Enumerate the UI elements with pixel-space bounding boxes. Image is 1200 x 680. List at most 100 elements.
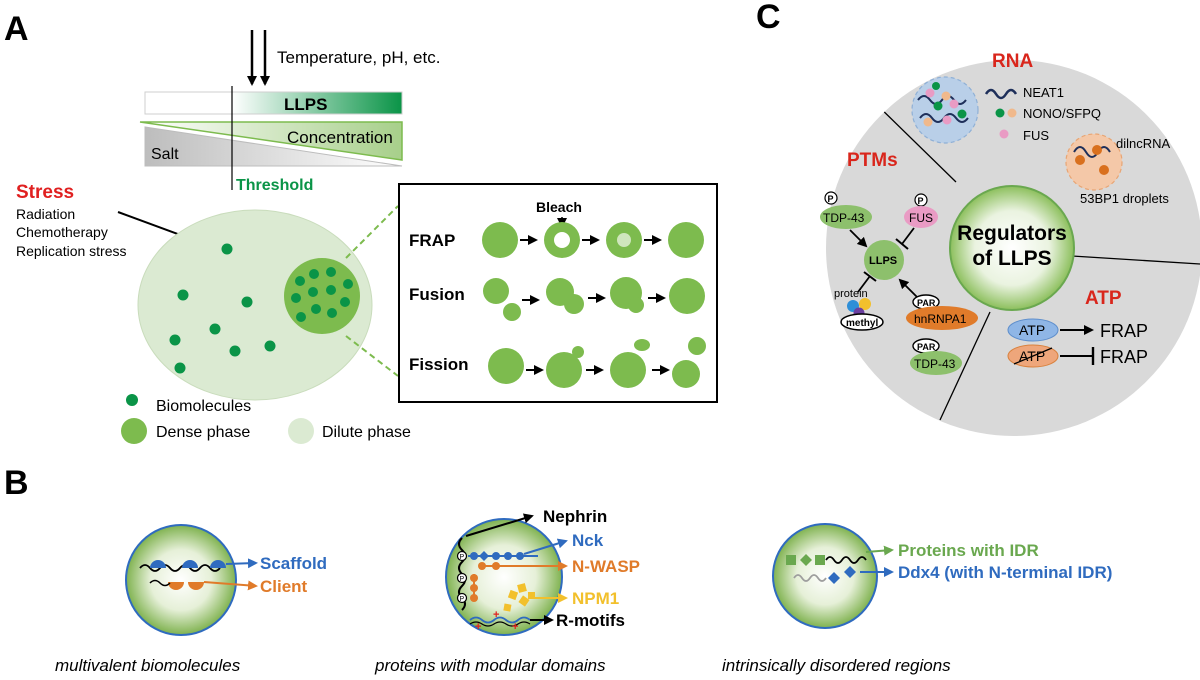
idr-protein-domains — [786, 554, 825, 566]
protein-label: protein — [834, 288, 868, 300]
stress-item-chemotherapy: Chemotherapy — [16, 224, 108, 240]
input-label: Temperature, pH, etc. — [277, 48, 440, 67]
panel-b-letter: B — [4, 464, 29, 502]
salt-label: Salt — [151, 146, 179, 163]
zoom-line-bottom — [345, 335, 399, 377]
nono-label: NONO/SFPQ — [1023, 106, 1101, 121]
53bp1-label: 53BP1 droplets — [1080, 191, 1169, 206]
hnrnpa1-to-llps-arrow — [898, 278, 919, 299]
idr-droplet — [772, 523, 878, 629]
llps-label: LLPS — [284, 95, 327, 114]
legend-biomolecules-label: Biomolecules — [156, 398, 251, 415]
idr-protein-chain — [825, 556, 867, 564]
53bp1-droplet — [1065, 133, 1123, 191]
regulators-center — [949, 185, 1075, 311]
par-label-1: PAR — [917, 298, 936, 308]
atp-title: ATP — [1085, 288, 1122, 309]
multivalent-droplet — [125, 524, 237, 636]
llps-node-label: LLPS — [869, 255, 897, 267]
nck-domains — [468, 551, 538, 561]
neat1-label: NEAT1 — [1023, 85, 1064, 100]
nephrin-label: Nephrin — [543, 507, 607, 526]
llps-node — [864, 240, 904, 280]
phospho-sites: P P P — [456, 550, 468, 604]
svg-text:P: P — [460, 554, 465, 561]
protein-icon-yellow — [859, 298, 871, 310]
fusion-label: Fusion — [409, 285, 465, 304]
neat1-paraspeckle — [911, 76, 979, 144]
nck-arrow — [523, 538, 568, 555]
fusion-row — [483, 277, 705, 321]
ddx4-chain — [793, 574, 827, 582]
fission-row — [488, 337, 706, 388]
svg-text:P: P — [828, 194, 834, 204]
client-arrow — [203, 580, 258, 591]
fus-node-label: FUS — [909, 211, 933, 225]
paraspeckle-contents — [917, 82, 969, 127]
atp-node-1 — [1007, 318, 1059, 342]
tdp43-par-node — [910, 351, 962, 375]
npm1-label: NPM1 — [572, 589, 619, 608]
center-line1: Regulators — [957, 222, 1067, 245]
stress-item-replication: Replication stress — [16, 243, 127, 259]
client-molecules — [168, 582, 204, 590]
client-label: Client — [260, 577, 308, 596]
multivalent-caption: multivalent biomolecules — [55, 656, 241, 675]
hnrnpa1-node — [906, 306, 978, 330]
panel-c-letter: C — [756, 0, 781, 36]
nwasp-label: N-WASP — [572, 557, 640, 576]
nck-label: Nck — [572, 531, 604, 550]
rmotif-plus-1: + — [475, 621, 481, 633]
multivalent-chain — [139, 564, 221, 572]
fus-icon — [999, 129, 1009, 139]
salt-wedge — [144, 126, 403, 167]
svg-text:P: P — [460, 596, 465, 603]
scaffold-arrow — [225, 558, 258, 569]
rmotif-chain — [469, 616, 531, 624]
nono-icon-orange — [1007, 108, 1017, 118]
cell-dilute-phase — [137, 209, 373, 401]
idr-arrow — [865, 545, 894, 556]
frap-label: FRAP — [409, 231, 455, 250]
tdp43-phospho-mark — [824, 191, 838, 205]
methyl-tag — [840, 313, 884, 331]
frap-row — [482, 222, 704, 258]
threshold-label: Threshold — [236, 177, 313, 194]
tdp43-par-label: TDP-43 — [914, 357, 956, 371]
ddx4-domains — [828, 566, 856, 584]
stress-item-radiation: Radiation — [16, 206, 75, 222]
frap-label-1: FRAP — [1100, 321, 1148, 341]
atp-strike — [1013, 347, 1053, 365]
scaffold-molecules — [150, 560, 226, 568]
ddx4-label: Ddx4 (with N-terminal IDR) — [898, 563, 1112, 582]
llps-bar-empty — [144, 91, 233, 115]
fus-node — [904, 206, 938, 228]
sector-dividers — [871, 99, 1200, 421]
svg-text:P: P — [918, 196, 924, 206]
rmotif-chain-2 — [469, 621, 531, 627]
npm1-molecules — [503, 583, 535, 612]
neat1-icon — [984, 88, 1018, 100]
idr-caption: intrinsically disordered regions — [722, 656, 951, 675]
modular-droplet — [445, 518, 563, 636]
methyl-label: methyl — [846, 318, 878, 329]
legend-biomolecules-swatch — [126, 394, 138, 406]
legend-dilute-label: Dilute phase — [322, 424, 411, 441]
fus-label: FUS — [1023, 128, 1049, 143]
concentration-label: Concentration — [287, 128, 393, 147]
dilute-biomolecules — [169, 243, 276, 374]
frap-label-2: FRAP — [1100, 347, 1148, 367]
legend-dilute-swatch — [288, 418, 314, 444]
tdp43-node — [820, 205, 872, 229]
53bp1-contents — [1073, 145, 1111, 175]
idr-label: Proteins with IDR — [898, 541, 1039, 560]
stress-title: Stress — [16, 182, 74, 203]
par-label-2: PAR — [917, 342, 936, 352]
fission-label: Fission — [409, 355, 469, 374]
rmotif-label: R-motifs — [556, 611, 625, 630]
scaffold-label: Scaffold — [260, 554, 327, 573]
zoom-line-top — [345, 205, 399, 259]
tdp43-label: TDP-43 — [823, 211, 865, 225]
ptms-title: PTMs — [847, 150, 898, 171]
